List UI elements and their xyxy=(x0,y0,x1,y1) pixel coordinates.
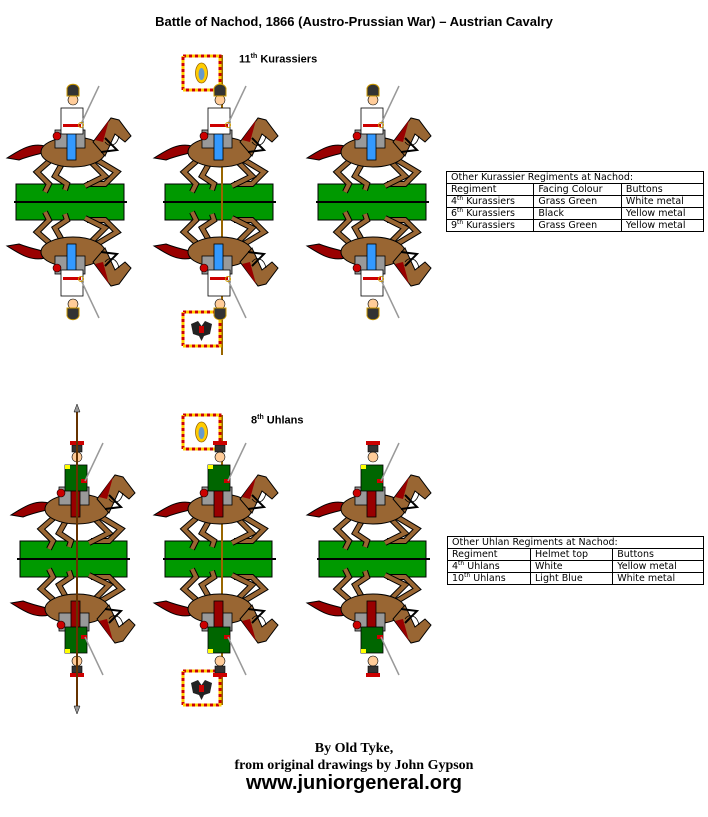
unit-suffix: th xyxy=(257,414,264,421)
unit-label-uhlans: 8th Uhlans xyxy=(251,414,303,427)
sup: th xyxy=(457,218,464,226)
header-helmet: Helmet top xyxy=(530,548,614,561)
num: 4 xyxy=(451,196,458,207)
num: 10 xyxy=(452,573,465,584)
num: 6 xyxy=(451,208,458,219)
uhlan-stand-3 xyxy=(307,441,431,677)
header-buttons: Buttons xyxy=(620,183,705,196)
page-title: Battle of Nachod, 1866 (Austro-Prussian … xyxy=(155,14,553,29)
table-caption: Other Uhlan Regiments at Nachod: xyxy=(447,536,704,549)
unit-label-kurassiers: 11th Kurassiers xyxy=(239,53,317,66)
name: Uhlans xyxy=(467,561,500,572)
unit-number: 11 xyxy=(239,53,251,66)
buttons-cell: Yellow metal xyxy=(612,560,704,573)
sup: th xyxy=(457,194,464,202)
unit-name: Kurassiers xyxy=(260,53,318,66)
helmet-cell: Light Blue xyxy=(530,572,614,585)
header-facing: Facing Colour xyxy=(533,183,622,196)
facing-cell: Black xyxy=(533,207,622,220)
sup: th xyxy=(458,559,465,567)
name: Uhlans xyxy=(473,573,506,584)
regiment-cell: 9th Kurassiers xyxy=(445,218,535,232)
regiment-cell: 4th Uhlans xyxy=(446,559,532,573)
credit-source: from original drawings by John Gypson xyxy=(234,758,474,773)
table-row: 6th Kurassiers Black Yellow metal xyxy=(445,206,705,220)
name: Kurassiers xyxy=(466,208,515,219)
sup: th xyxy=(457,206,464,214)
buttons-cell: White metal xyxy=(620,195,705,208)
unit-suffix: th xyxy=(250,53,258,60)
regiment-cell: 10th Uhlans xyxy=(446,571,532,585)
table-row: 9th Kurassiers Grass Green Yellow metal xyxy=(445,218,705,232)
table-row: 4th Uhlans White Yellow metal xyxy=(446,559,704,573)
table-caption: Other Kurassier Regiments at Nachod: xyxy=(446,171,704,184)
uhlan-regiments-table: Other Uhlan Regiments at Nachod: Regimen… xyxy=(446,536,704,585)
kurassier-stand-1 xyxy=(7,84,131,320)
unit-name: Uhlans xyxy=(266,414,304,427)
buttons-cell: Yellow metal xyxy=(620,219,705,232)
header-regiment: Regiment xyxy=(445,183,535,196)
table-row: 4th Kurassiers Grass Green White metal xyxy=(445,194,705,208)
name: Kurassiers xyxy=(466,196,515,207)
uhlan-stand-1-lancer xyxy=(11,403,135,715)
unit-number: 8 xyxy=(251,414,258,427)
table-header-row: Regiment Facing Colour Buttons xyxy=(445,183,705,196)
credit-author: By Old Tyke, xyxy=(314,741,394,756)
header-regiment: Regiment xyxy=(446,548,532,561)
buttons-cell: White metal xyxy=(612,572,704,585)
kurassier-stand-2-standard-bearer xyxy=(154,54,278,355)
facing-cell: Grass Green xyxy=(533,195,622,208)
helmet-cell: White xyxy=(530,560,614,573)
facing-cell: Grass Green xyxy=(533,219,622,232)
sup: th xyxy=(464,571,471,579)
buttons-cell: Yellow metal xyxy=(620,207,705,220)
kurassier-stand-3 xyxy=(307,84,431,320)
kurassier-regiments-table: Other Kurassier Regiments at Nachod: Reg… xyxy=(445,171,705,232)
name: Kurassiers xyxy=(466,220,515,231)
uhlan-stand-2-standard-bearer xyxy=(154,413,278,707)
table-row: 10th Uhlans Light Blue White metal xyxy=(446,571,704,585)
regiment-cell: 6th Kurassiers xyxy=(445,206,535,220)
num: 9 xyxy=(451,220,458,231)
header-buttons: Buttons xyxy=(612,548,704,561)
regiment-cell: 4th Kurassiers xyxy=(445,194,535,208)
table-header-row: Regiment Helmet top Buttons xyxy=(446,548,704,561)
num: 4 xyxy=(452,561,459,572)
website-link[interactable]: www.juniorgeneral.org xyxy=(246,772,462,794)
